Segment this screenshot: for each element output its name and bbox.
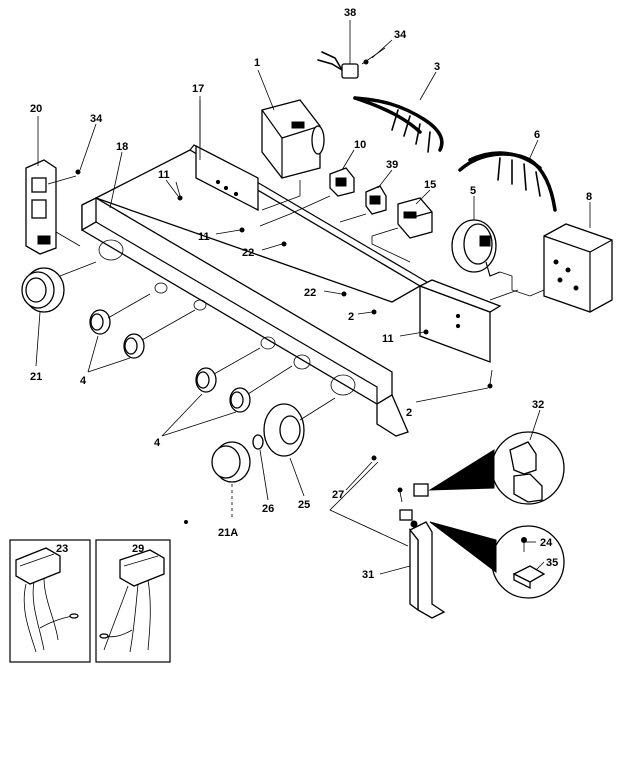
detail-magnifier-32 <box>428 431 565 505</box>
callout-11-b: 11 <box>198 231 210 243</box>
callout-39: 39 <box>386 159 398 171</box>
callout-15: 15 <box>424 179 436 191</box>
callout-5: 5 <box>470 185 476 197</box>
switch-39 <box>365 185 387 215</box>
callout-18: 18 <box>116 141 128 153</box>
callout-29: 29 <box>132 543 144 555</box>
large-knob-21 <box>21 261 97 313</box>
push-buttons-4 <box>89 293 293 413</box>
callout-6: 6 <box>534 129 540 141</box>
callout-17: 17 <box>192 83 204 95</box>
harness-box-23 <box>9 539 91 663</box>
callout-23: 23 <box>56 543 68 555</box>
callout-4-a: 4 <box>80 375 87 387</box>
selector-switch-8 <box>543 223 613 313</box>
callout-4-b: 4 <box>154 437 161 449</box>
callout-27: 27 <box>332 489 344 501</box>
callout-11-c: 11 <box>382 333 394 345</box>
bottom-bracket-31 <box>329 461 446 619</box>
switch-10 <box>329 167 355 197</box>
callout-1: 1 <box>254 57 260 69</box>
callout-20: 20 <box>30 103 42 115</box>
wire-harness-3 <box>353 96 444 153</box>
callout-24: 24 <box>540 537 553 549</box>
console-panel <box>81 144 433 437</box>
callout-25: 25 <box>298 499 310 511</box>
dial-25 <box>263 397 336 457</box>
callout-10: 10 <box>354 139 366 151</box>
pressure-switch-5 <box>451 219 501 277</box>
washer-26 <box>252 434 264 450</box>
callout-34-top: 34 <box>394 29 407 41</box>
callout-38: 38 <box>344 7 356 19</box>
knob-21a <box>211 441 251 520</box>
callout-8: 8 <box>586 191 592 203</box>
connector-38 <box>317 47 386 79</box>
callout-32: 32 <box>532 399 544 411</box>
right-bracket <box>418 279 502 363</box>
callout-26: 26 <box>262 503 274 515</box>
wire-harness-6 <box>458 151 557 212</box>
callout-3: 3 <box>434 61 440 73</box>
switch-15 <box>397 197 433 239</box>
timer <box>261 99 325 179</box>
detail-magnifier-24-35 <box>429 521 565 599</box>
callout-labels: 38 34 1 3 20 34 17 18 10 39 6 11 15 5 8 … <box>30 7 592 581</box>
leader-lines <box>35 20 591 575</box>
callout-22-a: 22 <box>242 247 254 259</box>
callout-21: 21 <box>30 371 42 383</box>
harness-box-29 <box>95 539 171 663</box>
callout-2-a: 2 <box>348 311 354 323</box>
callout-35: 35 <box>546 557 558 569</box>
wiring-runs <box>259 180 545 301</box>
left-bracket-20 <box>25 159 81 255</box>
callout-21a: 21A <box>218 527 238 539</box>
callout-2-b: 2 <box>406 407 412 419</box>
callout-11-a: 11 <box>158 169 170 181</box>
callout-31: 31 <box>362 569 374 581</box>
callout-34-left: 34 <box>90 113 103 125</box>
callout-22-b: 22 <box>304 287 316 299</box>
